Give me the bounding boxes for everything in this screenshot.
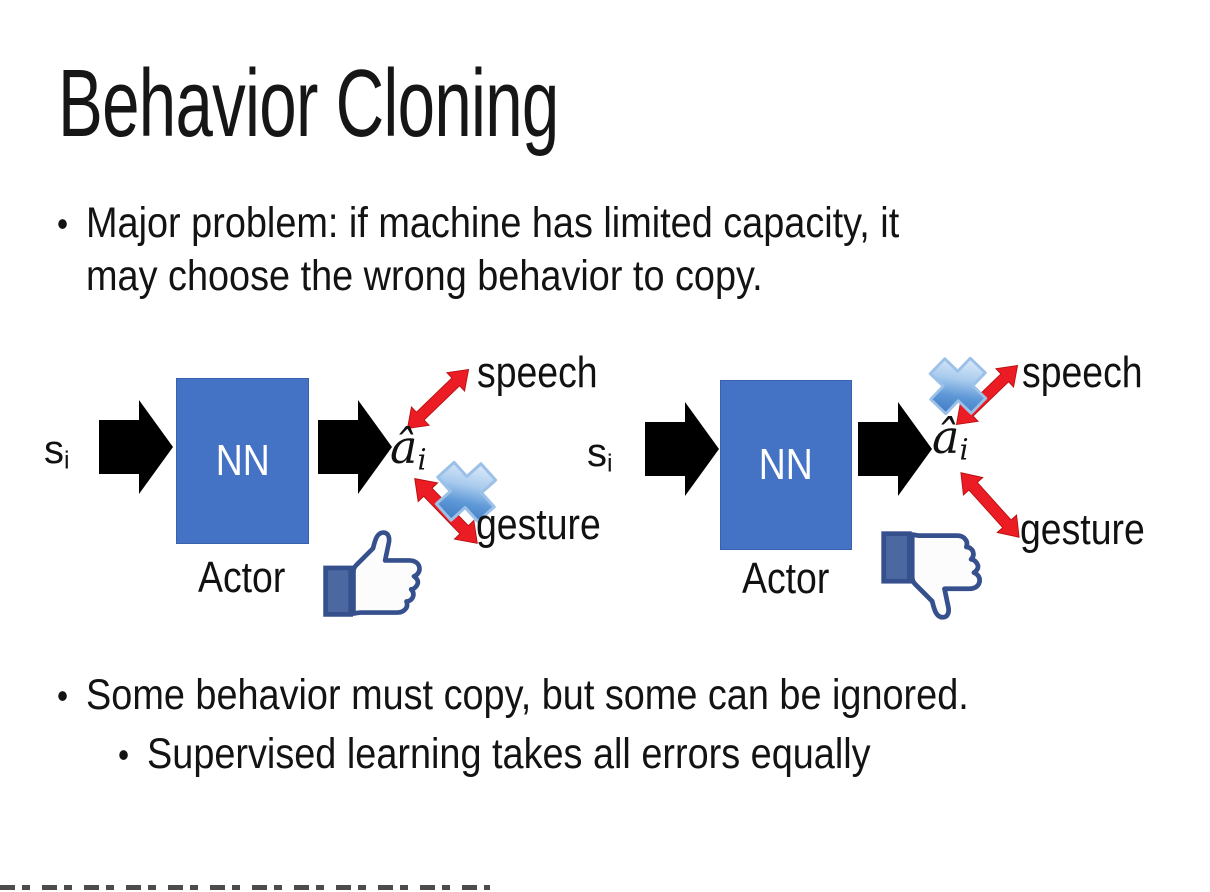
nn-box-label: NN: [758, 440, 814, 489]
bullet-text: Supervised learning takes all errors equ…: [147, 730, 871, 778]
bullet-text-line1: Major problem: if machine has limited ca…: [86, 199, 900, 247]
bullet-supervised-learning: • Supervised learning takes all errors e…: [118, 727, 973, 781]
output-action-label-left: âi: [390, 420, 427, 477]
black-arrow-icon: [645, 402, 719, 496]
black-arrow-icon: [858, 402, 932, 496]
bullet-text: Some behavior must copy, but some can be…: [86, 671, 969, 719]
output-action-label-right: âi: [932, 410, 969, 467]
nn-box-left: NN: [176, 378, 309, 544]
bullet-text-line2: may choose the wrong behavior to copy.: [86, 252, 763, 300]
page-title: Behavior Cloning: [58, 50, 559, 157]
bullet-glyph: •: [57, 203, 69, 244]
actor-label-right: Actor: [742, 554, 830, 603]
actor-label-left: Actor: [198, 553, 286, 602]
gesture-label-left: gesture: [476, 500, 601, 549]
bullet-some-behavior: • Some behavior must copy, but some can …: [57, 668, 1093, 722]
black-arrow-icon: [318, 400, 392, 494]
red-double-arrow-icon: [950, 463, 1030, 547]
thumbs-up-icon: [326, 533, 420, 615]
speech-label-left: speech: [477, 348, 598, 397]
bullet-major-problem: • Major problem: if machine has limited …: [57, 196, 1014, 303]
nn-box-label: NN: [215, 436, 270, 485]
input-state-label-left: si: [44, 428, 70, 475]
input-state-label-right: si: [587, 431, 613, 478]
bottom-clipped-text-line: [0, 885, 490, 890]
black-arrow-icon: [99, 400, 173, 494]
bullet-glyph: •: [57, 675, 69, 716]
nn-box-right: NN: [720, 380, 852, 550]
bullet-glyph: •: [118, 734, 130, 775]
red-double-arrow-icon: [404, 468, 488, 554]
speech-label-right: speech: [1022, 348, 1143, 397]
thumbs-down-icon: [884, 534, 980, 618]
gesture-label-right: gesture: [1020, 505, 1145, 554]
